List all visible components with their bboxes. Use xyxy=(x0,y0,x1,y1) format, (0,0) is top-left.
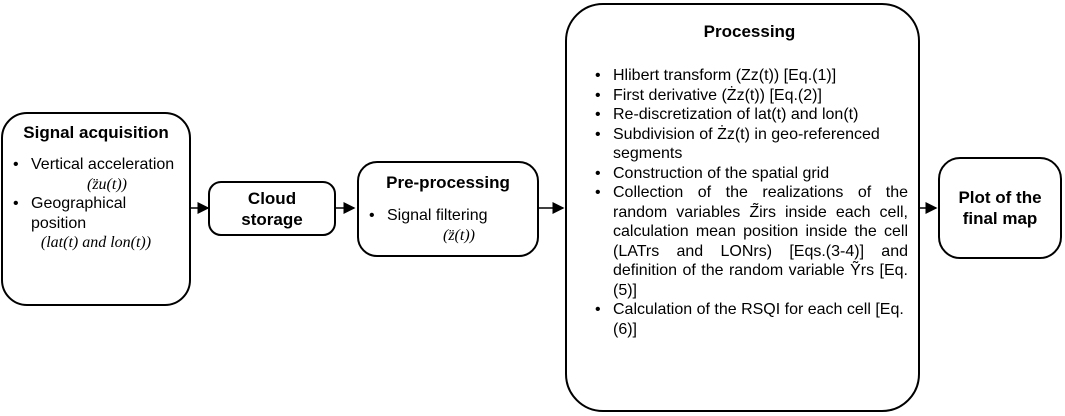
list-item: First derivative (Żz(t)) [Eq.(2)] xyxy=(591,86,908,106)
math-expression: (z̈(t)) xyxy=(443,226,475,244)
list-item: Signal filtering (z̈(t)) xyxy=(365,206,531,245)
list-item: Vertical acceleration (z̈u(t)) xyxy=(9,155,183,194)
plot-final-map-box: Plot of the final map xyxy=(938,157,1062,259)
cloud-storage-title: Cloud storage xyxy=(241,188,303,229)
list-item: Construction of the spatial grid xyxy=(591,164,908,184)
processing-title: Processing xyxy=(703,22,796,41)
math-expression: (lat(t) and lon(t)) xyxy=(40,234,152,251)
processing-box: Processing Hlibert transform (Zz(t)) [Eq… xyxy=(565,3,920,412)
signal-acquisition-list: Vertical acceleration (z̈u(t)) Geographi… xyxy=(9,155,183,233)
list-item: Collection of the realizations of the ra… xyxy=(591,183,908,300)
pre-processing-list: Signal filtering (z̈(t)) xyxy=(365,206,531,245)
plot-final-map-title: Plot of the final map xyxy=(958,188,1042,228)
pre-processing-title: Pre-processing xyxy=(386,173,510,192)
math-expression: (z̈u(t)) xyxy=(87,175,127,193)
signal-acquisition-box: Signal acquisition Vertical acceleration… xyxy=(1,112,191,306)
list-item: Re-discretization of lat(t) and lon(t) xyxy=(591,105,908,125)
processing-list: Hlibert transform (Zz(t)) [Eq.(1)] First… xyxy=(591,66,908,339)
pre-processing-box: Pre-processing Signal filtering (z̈(t)) xyxy=(357,161,539,257)
list-item: Geographical position xyxy=(9,194,183,233)
list-item: Subdivision of Żz(t) in geo-referenced s… xyxy=(591,125,908,164)
list-item: Hlibert transform (Zz(t)) [Eq.(1)] xyxy=(591,66,908,86)
cloud-storage-box: Cloud storage xyxy=(208,181,336,236)
list-item: Calculation of the RSQI for each cell [E… xyxy=(591,300,908,339)
signal-acquisition-title: Signal acquisition xyxy=(23,123,169,142)
